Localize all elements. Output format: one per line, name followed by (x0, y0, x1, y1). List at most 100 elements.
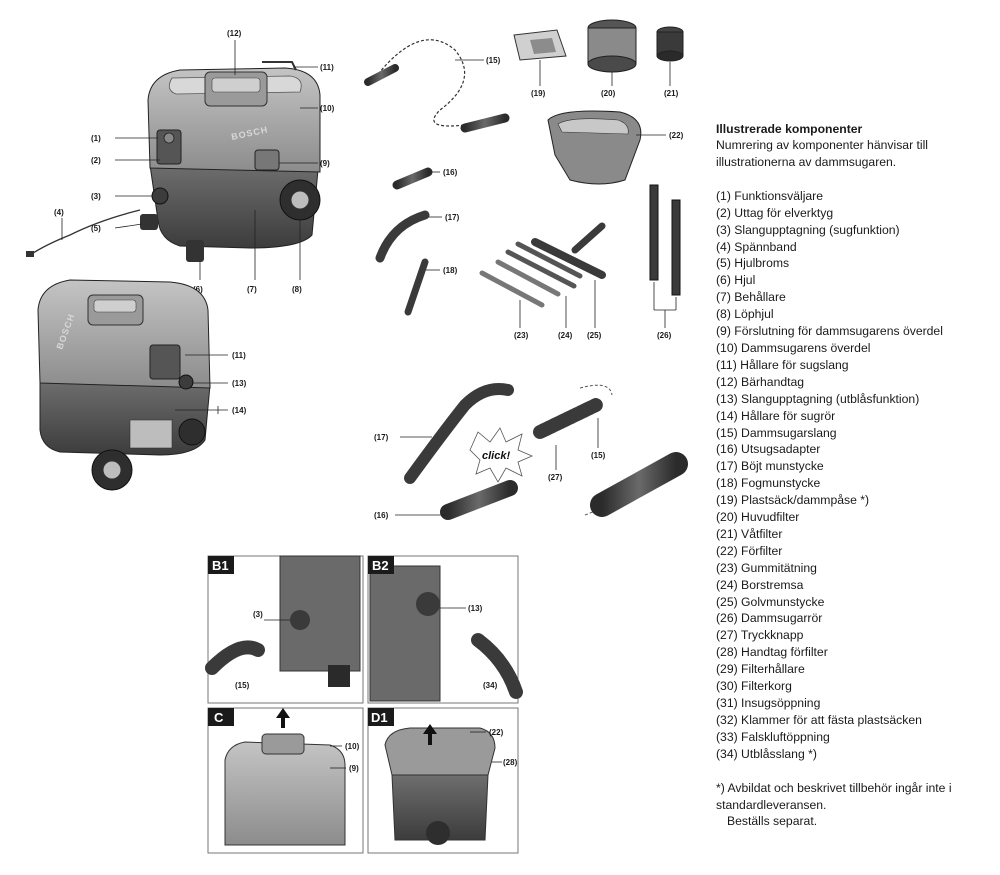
component-item: (33) Falskluftöppning (716, 729, 830, 744)
component-item: (14) Hållare för sugrör (716, 408, 836, 423)
adapter-16: (16) (392, 167, 458, 190)
component-item: (18) Fogmunstycke (716, 476, 821, 491)
callout-13-b2: (13) (468, 604, 483, 613)
component-item: (26) Dammsugarrör (716, 611, 823, 626)
callout-17-detail: (17) (374, 433, 389, 442)
panel-b2: B2 (13) (34) (367, 555, 523, 704)
component-item: (17) Böjt munstycke (716, 459, 824, 474)
pre-filter-22: (22) (547, 110, 684, 185)
callout-16: (16) (443, 168, 458, 177)
component-item: (27) Tryckknapp (716, 628, 804, 643)
callout-14: (14) (232, 406, 247, 415)
component-item: (25) Golvmunstycke (716, 594, 825, 609)
dust-bag-19: (19) (513, 29, 567, 98)
callout-2: (2) (91, 156, 101, 165)
callout-34: (34) (483, 681, 498, 690)
callout-12: (12) (227, 29, 242, 38)
component-item: (13) Slangupptagning (utblåsfunktion) (716, 391, 920, 406)
footnote-order: Beställs separat. (727, 814, 818, 829)
component-item: (34) Utblåsslang *) (716, 746, 817, 761)
panel-b1: B1 (3) (15) (205, 555, 364, 704)
component-item: (12) Bärhandtag (716, 374, 805, 389)
component-item: (24) Borstremsa (716, 577, 804, 592)
component-item: (19) Plastsäck/dammpåse *) (716, 493, 870, 508)
callout-28: (28) (503, 758, 518, 767)
component-item: (28) Handtag förfilter (716, 645, 828, 660)
callouts-main: (1) (2) (3) (4) (5) (6) (7) (8) (9) (10)… (54, 29, 335, 294)
click-label: click! (482, 450, 510, 462)
callout-4: (4) (54, 208, 64, 217)
callout-3-b1: (3) (253, 610, 263, 619)
section-title: Illustrerade komponenter (716, 122, 863, 136)
bent-nozzle-17: (17) (375, 210, 460, 263)
component-item: (30) Filterkorg (716, 679, 792, 694)
callout-18: (18) (443, 266, 458, 275)
callout-10-c: (10) (345, 742, 360, 751)
component-item: (5) Hjulbroms (716, 256, 790, 271)
footnote: *) Avbildat och beskrivet tillbehör ingå… (716, 780, 952, 812)
vacuum-rear-view: BOSCH (37, 279, 211, 491)
panel-c-tag: C (214, 710, 224, 725)
wet-filter-21: (21) (656, 26, 684, 98)
callout-16-detail: (16) (374, 511, 389, 520)
callout-13: (13) (232, 379, 247, 388)
main-filter-20: (20) (587, 19, 637, 98)
callout-5: (5) (91, 224, 101, 233)
callout-7: (7) (247, 285, 257, 294)
component-item: (23) Gummitätning (716, 560, 817, 575)
component-item: (10) Dammsugarens överdel (716, 340, 871, 355)
callout-15-detail: (15) (591, 451, 606, 460)
components-legend: Illustrerade komponenter Numrering av ko… (716, 121, 996, 830)
section-intro: Numrering av komponenter hänvisar till i… (716, 138, 929, 169)
callout-22-d1: (22) (489, 728, 504, 737)
component-item: (9) Förslutning för dammsugarens överdel (716, 324, 943, 339)
component-item: (21) Våtfilter (716, 526, 783, 541)
callout-24: (24) (558, 331, 573, 340)
component-item: (15) Dammsugarslang (716, 425, 837, 440)
callout-15-b1: (15) (235, 681, 250, 690)
callout-3: (3) (91, 192, 101, 201)
callout-1: (1) (91, 134, 101, 143)
component-item: (8) Löphjul (716, 307, 774, 322)
panel-c: C (10) (9) (207, 707, 364, 854)
assembly-detail: (17) click! (16) (27) (15) (374, 383, 688, 520)
callout-17: (17) (445, 213, 460, 222)
component-item: (6) Hjul (716, 273, 756, 288)
callout-10: (10) (320, 104, 335, 113)
component-item: (4) Spännband (716, 239, 797, 254)
component-item: (2) Uttag för elverktyg (716, 205, 834, 220)
panel-d1-tag: D1 (371, 710, 388, 725)
callout-11-rear: (11) (232, 351, 246, 360)
component-item: (31) Insugsöppning (716, 696, 821, 710)
callout-27: (27) (548, 473, 563, 482)
component-item: (7) Behållare (716, 290, 786, 305)
callout-20: (20) (601, 89, 616, 98)
vacuum-front-view: BOSCH (26, 61, 321, 262)
callout-15: (15) (486, 56, 501, 65)
callout-21: (21) (664, 89, 679, 98)
tubes-26: (26) (649, 184, 681, 340)
floor-nozzle-parts: (23) (24) (25) (479, 222, 606, 340)
callout-11: (11) (320, 63, 334, 72)
component-item: (1) Funktionsväljare (716, 188, 824, 203)
component-item: (16) Utsugsadapter (716, 442, 821, 457)
component-item: (20) Huvudfilter (716, 510, 800, 525)
component-item: (22) Förfilter (716, 543, 783, 558)
callout-19: (19) (531, 89, 546, 98)
callout-22: (22) (669, 131, 684, 140)
callout-25: (25) (587, 331, 602, 340)
component-item: (3) Slangupptagning (sugfunktion) (716, 222, 900, 237)
component-item: (29) Filterhållare (716, 662, 805, 677)
panel-b1-tag: B1 (212, 558, 229, 573)
callout-23: (23) (514, 331, 529, 340)
component-item: (11) Hållare för sugslang (716, 357, 849, 372)
callout-6: (6) (193, 285, 203, 294)
hose-15: (15) (364, 39, 510, 133)
callout-9-c: (9) (349, 764, 359, 773)
component-illustrations: BOSCH (1) (2) (3) (4) (5) (6) (7) (8) (26, 19, 688, 854)
components-list: (1) Funktionsväljare (2) Uttag för elverk… (716, 188, 996, 763)
panel-b2-tag: B2 (372, 558, 389, 573)
callouts-rear: (11) (13) (14) (175, 351, 247, 415)
callout-9: (9) (320, 159, 330, 168)
component-item: (32) Klammer för att fästa plastsäcken (716, 712, 922, 727)
